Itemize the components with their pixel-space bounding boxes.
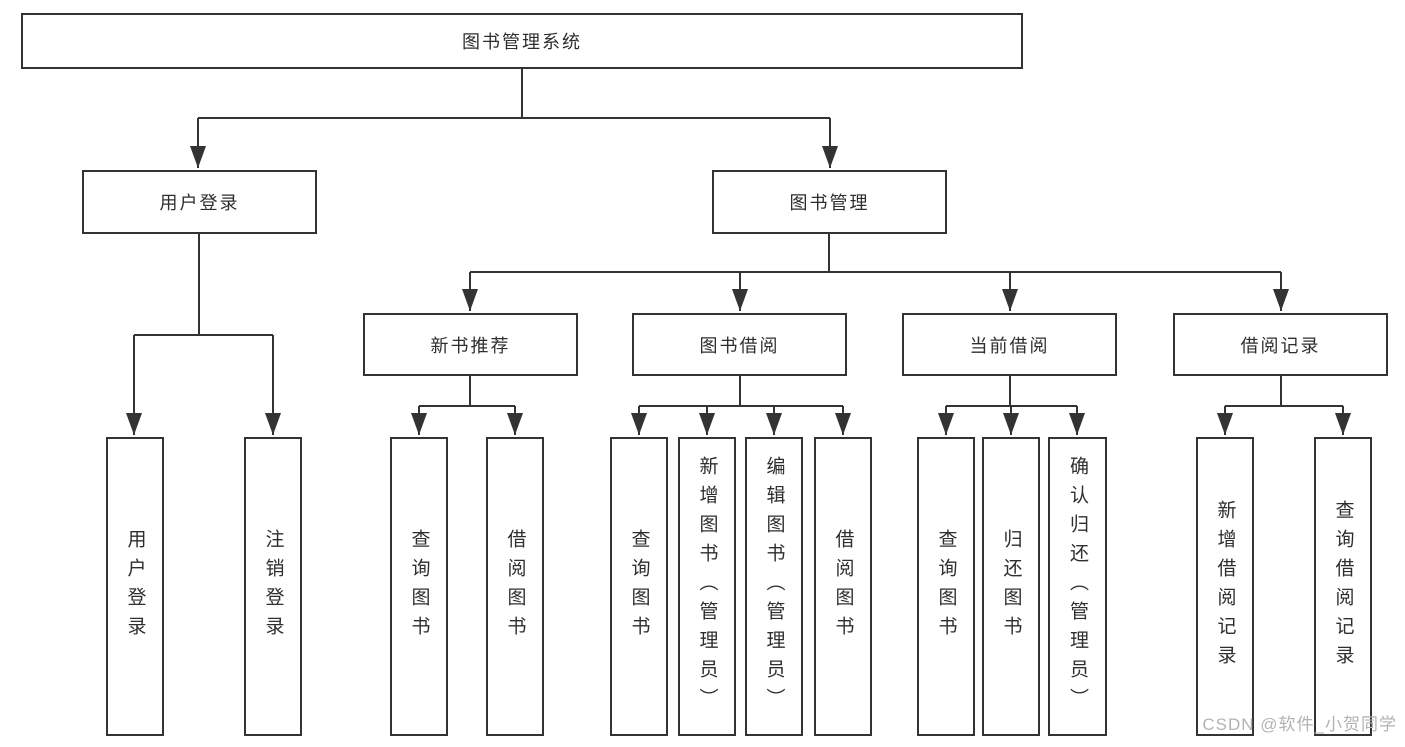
node-book-management: 图书管理 [712,170,947,234]
csdn-watermark: CSDN @软件_小贺同学 [1202,715,1397,734]
leaf-borrow-books-rec: 借阅图书 [486,437,544,736]
leaf-add-books-admin: 新增图书（管理员） [678,437,736,736]
leaf-confirm-return-admin: 确认归还（管理员） [1048,437,1107,736]
connector-new-book-rec [419,376,515,407]
leaf-return-books: 归还图书 [982,437,1040,736]
leaf-query-borrow-record: 查询借阅记录 [1314,437,1372,736]
leaf-borrow-books: 借阅图书 [814,437,872,736]
node-root-library-system: 图书管理系统 [21,13,1023,69]
connector-root [198,69,830,119]
leaf-query-books-rec: 查询图书 [390,437,448,736]
leaf-edit-books-admin: 编辑图书（管理员） [745,437,803,736]
leaf-user-login: 用户登录 [106,437,164,736]
node-user-login: 用户登录 [82,170,317,234]
node-borrowing-records: 借阅记录 [1173,313,1388,376]
connector-book-mgmt [470,234,1281,273]
leaf-logout: 注销登录 [244,437,302,736]
connector-book-borrow [639,376,843,407]
node-new-book-recommendation: 新书推荐 [363,313,578,376]
leaf-query-books-current: 查询图书 [917,437,975,736]
node-book-borrowing: 图书借阅 [632,313,847,376]
connector-borrow-records [1225,376,1343,407]
connector-user-login [134,234,273,336]
connector-current-borrow [946,376,1077,407]
node-current-borrowing: 当前借阅 [902,313,1117,376]
leaf-add-borrow-record: 新增借阅记录 [1196,437,1254,736]
leaf-query-books-borrow: 查询图书 [610,437,668,736]
